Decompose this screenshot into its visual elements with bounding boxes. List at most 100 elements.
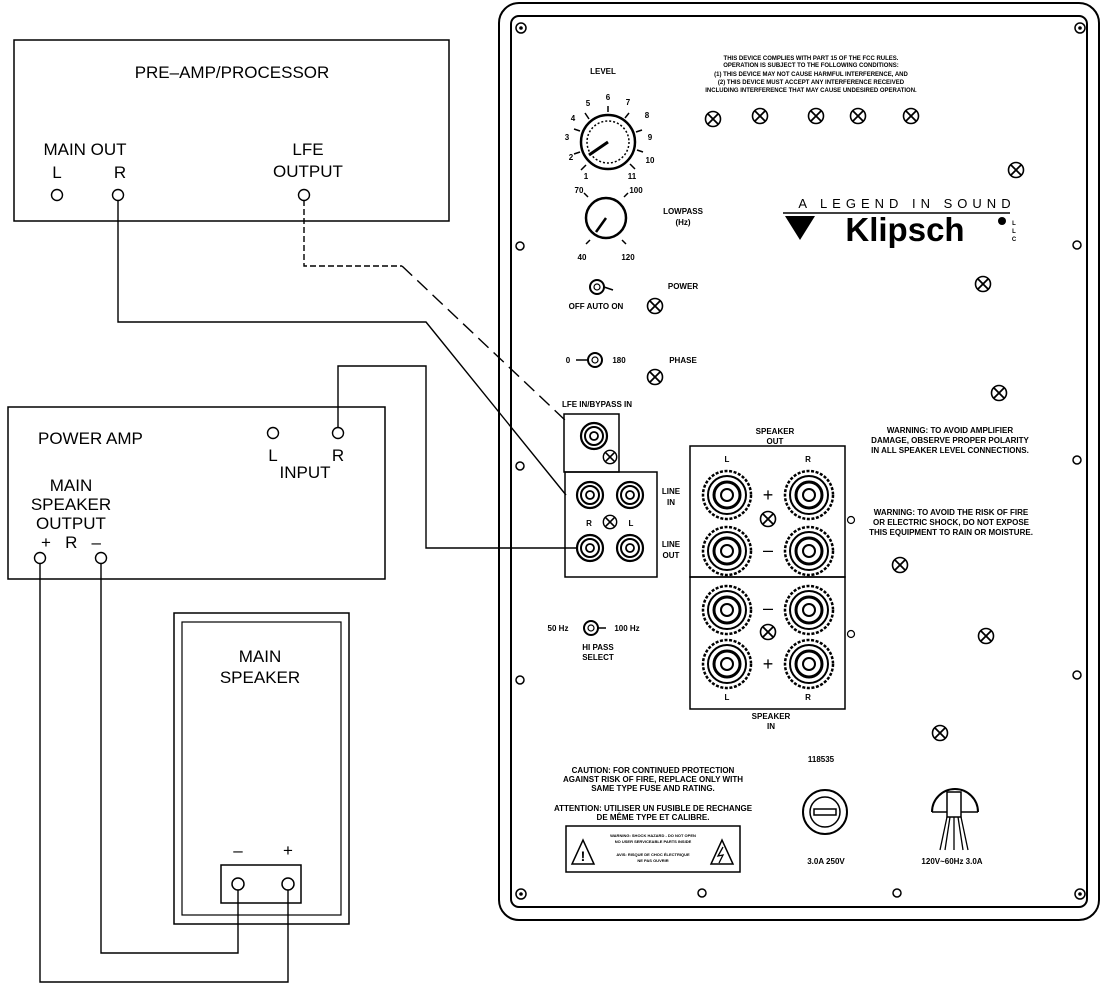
hipass-right-label: 100 Hz (614, 624, 639, 633)
preamp-main-out-l-jack[interactable] (50, 188, 64, 202)
phase-switch[interactable]: 0 180 PHASE (566, 352, 698, 368)
power-switch[interactable]: OFF AUTO ON POWER (569, 279, 699, 311)
svg-text:100: 100 (629, 186, 643, 195)
screw-icon (977, 627, 995, 645)
speaker-binding-posts: SPEAKER OUT L R + – – + L R SPEAKER (689, 427, 856, 731)
svg-text:5: 5 (586, 99, 591, 108)
svg-text:(1) THIS DEVICE MAY NOT CAUSE: (1) THIS DEVICE MAY NOT CAUSE HARMFUL IN… (714, 72, 908, 78)
speaker-in-label-line1: SPEAKER (752, 712, 791, 721)
speaker-out-l-plus-post[interactable] (701, 469, 753, 521)
svg-text:DE MÊME TYPE ET CALIBRE.: DE MÊME TYPE ET CALIBRE. (597, 813, 710, 822)
power-amp-speaker-label: SPEAKER (31, 495, 111, 514)
svg-text:C: C (1012, 237, 1017, 243)
svg-text:7: 7 (626, 98, 631, 107)
screw-icon (902, 107, 920, 125)
speaker-out-l-minus-post[interactable] (701, 525, 753, 577)
speaker-out-r-minus-post[interactable] (783, 525, 835, 577)
svg-text:!: ! (581, 848, 586, 864)
svg-text:AVIS: RISQUE DE CHOC ÉLECTRIQU: AVIS: RISQUE DE CHOC ÉLECTRIQUE (616, 852, 690, 857)
level-ticks: 1 2 3 4 5 6 7 8 9 10 11 (565, 93, 655, 181)
speaker-out-r-plus-post[interactable] (783, 469, 835, 521)
screw-icon (759, 623, 777, 641)
hipass-label-line1: HI PASS (582, 643, 614, 652)
line-in-r-jack[interactable] (575, 480, 605, 510)
shock-warning-box: ! WARNING: SHOCK HAZARD - DO NOT OPEN NO… (565, 825, 741, 873)
level-knob[interactable]: LEVEL 1 2 3 4 5 6 7 (565, 67, 655, 181)
main-speaker-minus-label: – (233, 841, 243, 860)
power-amp-minus-terminal[interactable] (94, 551, 108, 565)
svg-text:2: 2 (569, 153, 574, 162)
svg-text:AGAINST RISK OF FIRE, REPLACE: AGAINST RISK OF FIRE, REPLACE ONLY WITH (563, 775, 743, 784)
svg-text:THIS EQUIPMENT TO RAIN OR MOIS: THIS EQUIPMENT TO RAIN OR MOISTURE. (869, 528, 1033, 537)
polarity-warning: WARNING: TO AVOID AMPLIFIER DAMAGE, OBSE… (871, 426, 1029, 455)
lfe-in-jack[interactable] (579, 421, 609, 451)
power-label: POWER (668, 282, 698, 291)
phase-label: PHASE (669, 356, 697, 365)
lightning-triangle-icon (709, 838, 735, 865)
screw-icon (646, 297, 664, 315)
line-out-label-line2: OUT (663, 551, 680, 560)
svg-text:CAUTION: FOR CONTINUED PROTEC: CAUTION: FOR CONTINUED PROTECTION (572, 766, 735, 775)
preamp-right-label: R (114, 163, 126, 182)
line-out-r-jack[interactable] (575, 533, 605, 563)
fcc-notice: THIS DEVICE COMPLIES WITH PART 15 OF THE… (705, 56, 917, 94)
brand-tagline: A LEGEND IN SOUND (798, 196, 1015, 211)
speaker-in-r-minus-post[interactable] (783, 584, 835, 636)
speaker-minus-terminal[interactable] (231, 877, 245, 891)
svg-text:WARNING: SHOCK HAZARD - DO NOT: WARNING: SHOCK HAZARD - DO NOT OPEN (610, 833, 696, 838)
svg-text:10: 10 (646, 156, 655, 165)
svg-text:–: – (763, 598, 773, 618)
screw-icon (751, 107, 769, 125)
lowpass-label: LOWPASS (663, 207, 704, 216)
speaker-plus-terminal[interactable] (281, 877, 295, 891)
svg-text:70: 70 (575, 186, 584, 195)
screw-icon (849, 107, 867, 125)
cable-line-out-to-amp-input (337, 365, 581, 549)
svg-text:L: L (1012, 229, 1016, 235)
jack-r-label: R (586, 519, 592, 528)
screw-icon (891, 556, 909, 574)
phase-right-label: 180 (612, 356, 626, 365)
speaker-in-l-plus-post[interactable] (701, 638, 753, 690)
screw-icon (990, 384, 1008, 402)
main-speaker-plus-label: + (283, 841, 293, 860)
power-amp-box: POWER AMP MAIN SPEAKER OUTPUT + R – L R … (7, 406, 386, 580)
power-amp-input-r-jack[interactable] (331, 426, 345, 440)
line-out-l-jack[interactable] (615, 533, 645, 563)
power-amp-main-label: MAIN (50, 476, 93, 495)
screw-icon (602, 449, 618, 465)
power-amp-input-l-jack[interactable] (266, 426, 280, 440)
preamp-lfe-output-jack[interactable] (297, 188, 311, 202)
screw-icon (646, 368, 664, 386)
fuse-holder[interactable] (802, 789, 848, 835)
main-speaker-label-line2: SPEAKER (220, 668, 300, 687)
svg-text:SAME TYPE FUSE AND RATING.: SAME TYPE FUSE AND RATING. (591, 784, 715, 793)
main-speaker-box: MAIN SPEAKER – + (173, 612, 350, 925)
subwoofer-rear-panel: THIS DEVICE COMPLIES WITH PART 15 OF THE… (498, 2, 1100, 921)
svg-text:6: 6 (606, 93, 611, 102)
part-number: 118535 (808, 755, 835, 764)
speaker-in-l-label: L (725, 693, 730, 702)
speaker-in-l-minus-post[interactable] (701, 584, 753, 636)
speaker-in-r-plus-post[interactable] (783, 638, 835, 690)
power-amp-input-l-label: L (268, 446, 277, 465)
preamp-left-label: L (52, 163, 61, 182)
hipass-switch[interactable]: 50 Hz 100 Hz HI PASS SELECT (548, 620, 640, 662)
lowpass-knob[interactable]: 70 100 40 120 LOWPASS (Hz) (575, 186, 704, 262)
preamp-main-out-r-jack[interactable] (111, 188, 125, 202)
svg-text:OPERATION IS SUBJECT TO THE FO: OPERATION IS SUBJECT TO THE FOLLOWING CO… (723, 63, 898, 69)
svg-text:–: – (763, 540, 773, 560)
lfe-in-label: LFE IN/BYPASS IN (562, 400, 632, 409)
svg-text:THIS DEVICE COMPLIES WITH PART: THIS DEVICE COMPLIES WITH PART 15 OF THE… (724, 56, 899, 62)
screw-icon (602, 514, 618, 530)
speaker-out-label-line2: OUT (767, 437, 784, 446)
jack-l-label: L (629, 519, 634, 528)
line-in-l-jack[interactable] (615, 480, 645, 510)
screw-icon (704, 110, 722, 128)
power-amp-plus-terminal[interactable] (33, 551, 47, 565)
screw-icon (807, 107, 825, 125)
speaker-out-label-line1: SPEAKER (756, 427, 795, 436)
svg-text:IN ALL SPEAKER LEVEL CONNECTIO: IN ALL SPEAKER LEVEL CONNECTIONS. (871, 446, 1029, 455)
mounting-holes (515, 22, 1086, 900)
